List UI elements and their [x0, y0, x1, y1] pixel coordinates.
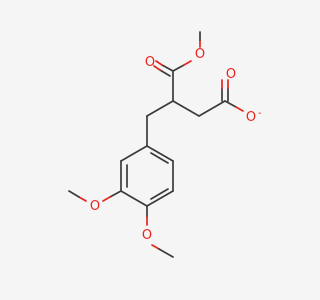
molecule-structure: O O O O - O O: [68, 31, 262, 258]
ring-bond: [120, 145, 148, 162]
carboxylate-single-bond: [224, 100, 237, 108]
carboxylate-single-bond: [235, 106, 244, 112]
methoxy-bond: [68, 190, 80, 198]
negative-charge: -: [258, 108, 262, 119]
ester-carbonyl-bond: [153, 65, 161, 71]
oxygen-atom-methoxy-3: O: [90, 199, 100, 214]
ring-double-bond: [150, 152, 169, 164]
ester-carbonyl-bond: [155, 60, 163, 66]
ring-double-bond: [150, 188, 169, 200]
ester-carbonyl-bond: [161, 64, 174, 72]
methoxy-bond: [158, 248, 174, 258]
backbone-bond: [172, 100, 200, 117]
ring-bond: [146, 145, 174, 162]
backbone-bond: [198, 100, 226, 117]
methoxy-bond: [78, 196, 87, 202]
oxygen-atom-ester-carbonyl: O: [145, 55, 155, 70]
oxygen-atom-carboxylate-carbonyl: O: [226, 67, 236, 82]
ester-oxygen-bond: [172, 64, 185, 72]
backbone-bond: [146, 100, 174, 117]
ring-bond: [146, 190, 174, 207]
ester-carbonyl-bond: [159, 69, 171, 77]
ester-oxygen-bond: [183, 60, 192, 66]
aryl-ether-bond: [109, 190, 122, 198]
aryl-ether-bond: [102, 196, 111, 202]
oxygen-atom-carboxylate: O: [246, 110, 256, 125]
methoxy-bond: [151, 244, 160, 250]
oxygen-atom-methoxy-4: O: [142, 228, 152, 243]
ring-bond: [120, 190, 148, 207]
oxygen-atom-ester-methoxy: O: [195, 47, 205, 62]
